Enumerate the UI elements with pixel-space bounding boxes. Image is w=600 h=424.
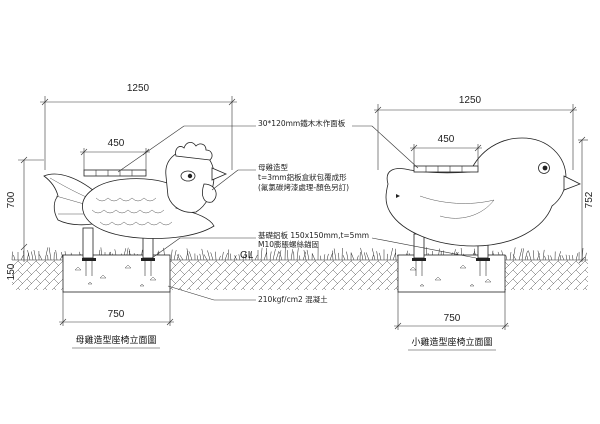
- hen-overall-width-label: 1250: [127, 83, 150, 94]
- hen-support-post: [82, 227, 94, 259]
- chick-elevation: 1250 450 752 750 小雞造型座椅立面圖: [374, 95, 595, 351]
- chick-leader-arrow: [396, 194, 400, 198]
- hen-concrete-footing: [62, 254, 171, 293]
- plate-note-line2: M10膨脹螺絲錨固: [258, 239, 319, 249]
- hen-body-feathers: [99, 221, 173, 226]
- chick-height-label: 752: [584, 191, 595, 208]
- concrete-leader-left: [167, 285, 215, 301]
- plate-leader-right: [371, 237, 477, 259]
- hen-seat-board: [83, 169, 147, 177]
- hen-height-label: 700: [6, 191, 17, 208]
- chick-support-post: [413, 233, 425, 259]
- hen-elevation: 1250 450 700 150 750 母雞造型座椅立面圖: [6, 83, 237, 349]
- chick-base-width-label: 750: [444, 313, 461, 324]
- shell-leader: [211, 169, 239, 191]
- shell-note-line2: t=3mm鋁板盒狀包覆成形: [258, 172, 347, 182]
- hen-anchor-plate-right: [141, 258, 155, 261]
- hen-comb: [175, 142, 213, 161]
- hen-base-height-label: 150: [6, 263, 17, 280]
- hen-elevation-caption: 母雞造型座椅立面圖: [75, 334, 156, 346]
- hen-beak: [211, 167, 228, 181]
- hen-wattle: [202, 183, 217, 203]
- chick-body: [385, 137, 567, 247]
- chick-elevation-caption: 小雞造型座椅立面圖: [411, 336, 492, 348]
- shell-note-line3: (氟氯碳烤漆處理-顏色另訂): [258, 182, 349, 192]
- chick-wing: [419, 195, 495, 219]
- hen-pupil: [187, 173, 193, 179]
- chick-seat-board: [413, 165, 479, 173]
- chick-footing-aggregate: [409, 264, 492, 287]
- chick-beak: [563, 175, 581, 191]
- plate-note-line1: 基礎鋁板 150x150mm,t=5mm: [258, 230, 369, 240]
- hen-base-width-label: 750: [108, 309, 125, 320]
- hen-footing-aggregate: [74, 264, 157, 287]
- seat-board-leader-right: [371, 125, 419, 169]
- chick-overall-width-label: 1250: [459, 95, 482, 106]
- chick-pupil: [542, 165, 548, 171]
- annotations: 30*120mm鐵木木作面板 母雞造型 t=3mm鋁板盒狀包覆成形 (氟氯碳烤漆…: [117, 118, 477, 304]
- chick-seat-width-label: 450: [438, 134, 455, 145]
- ground-level-label: GL: [240, 250, 254, 261]
- plate-leader-left: [151, 237, 181, 259]
- seat-board-note: 30*120mm鐵木木作面板: [258, 118, 346, 128]
- hen-body-feathers: [91, 209, 165, 214]
- hen-anchor-plate-left: [82, 258, 96, 261]
- hen-seat-width-label: 450: [108, 138, 125, 149]
- chick-anchor-plate-left: [412, 258, 426, 261]
- chick-anchor-plate-right: [476, 258, 490, 261]
- hen-body-feathers: [95, 197, 157, 202]
- concrete-note: 210kgf/cm2 混凝土: [258, 294, 328, 304]
- shell-note-line1: 母雞造型: [258, 162, 288, 172]
- seat-board-leader-left: [117, 125, 185, 173]
